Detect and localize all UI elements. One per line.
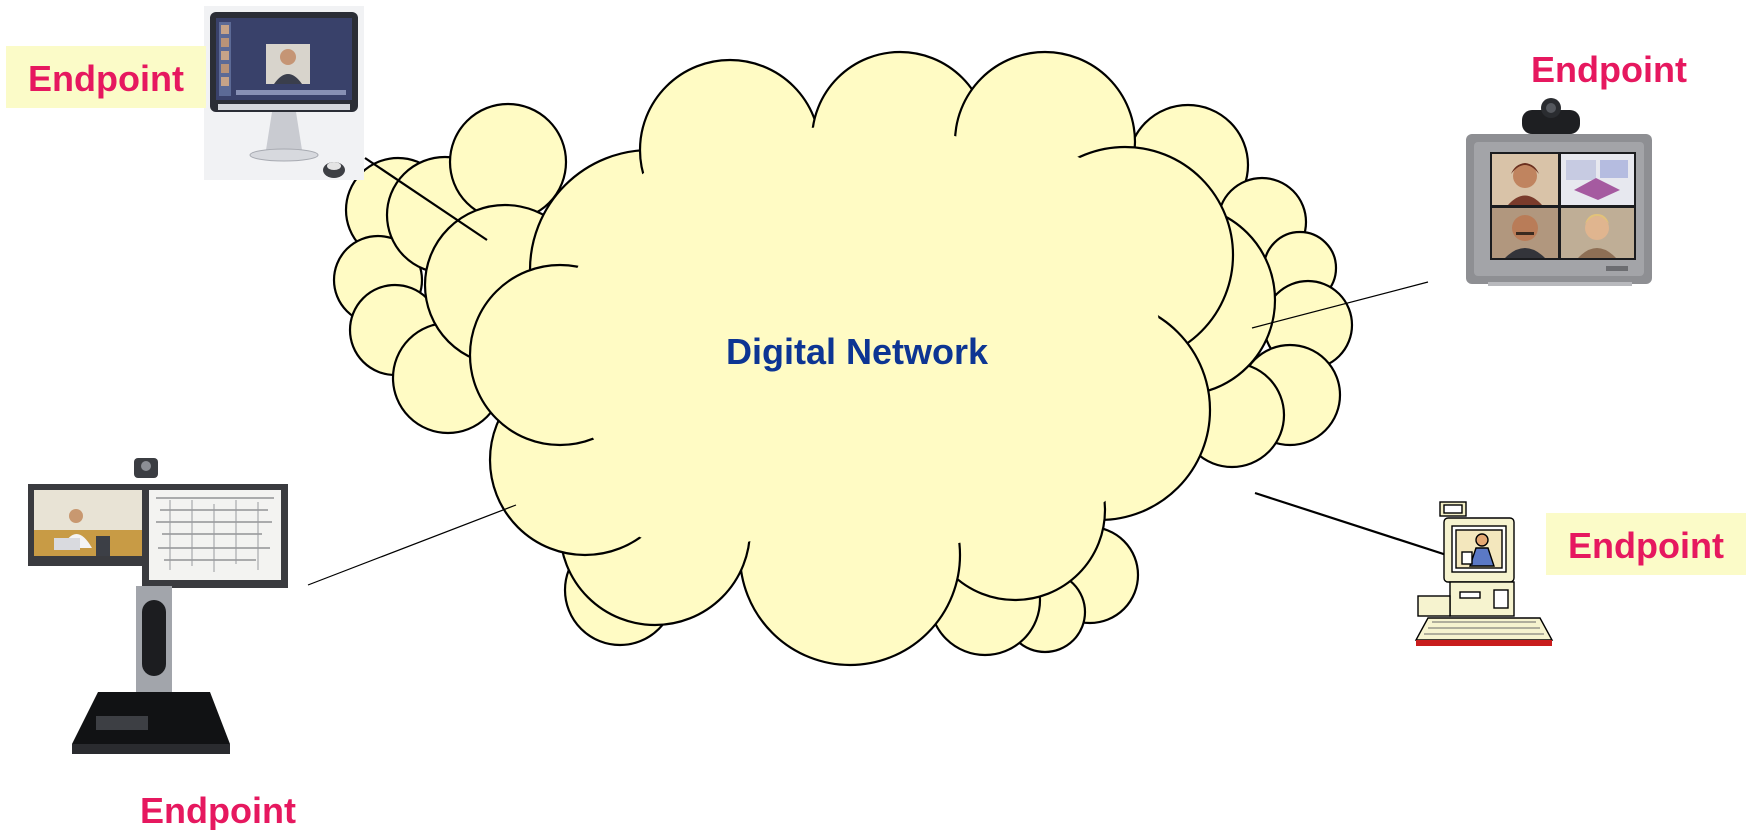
- endpoint-label-bottom-left: Endpoint: [140, 790, 296, 830]
- endpoint-label-top-right: Endpoint: [1531, 49, 1687, 90]
- endpoint-label-top-left: Endpoint: [28, 58, 184, 99]
- digital-network-cloud: [332, 50, 1354, 667]
- endpoint-label-bottom-right: Endpoint: [1568, 525, 1724, 566]
- link-bottom-left: [307, 504, 517, 586]
- endpoint-label-box-top-left: [6, 46, 206, 108]
- connection-lines: [307, 157, 1463, 586]
- desktop-computer-with-camera-icon: [1414, 501, 1554, 646]
- dual-screen-telepresence-stand-icon: [28, 458, 288, 754]
- labels: Digital Network Endpoint Endpoint Endpoi…: [6, 46, 1746, 830]
- network-label: Digital Network: [726, 331, 989, 372]
- link-bottom-right: [1254, 491, 1463, 562]
- link-top-right: [1251, 281, 1429, 329]
- endpoint-label-box-bottom-right: [1546, 513, 1746, 575]
- crt-tv-with-camera-icon: [1466, 98, 1652, 286]
- desktop-video-monitor-icon: [204, 6, 364, 180]
- link-top-left: [364, 157, 488, 241]
